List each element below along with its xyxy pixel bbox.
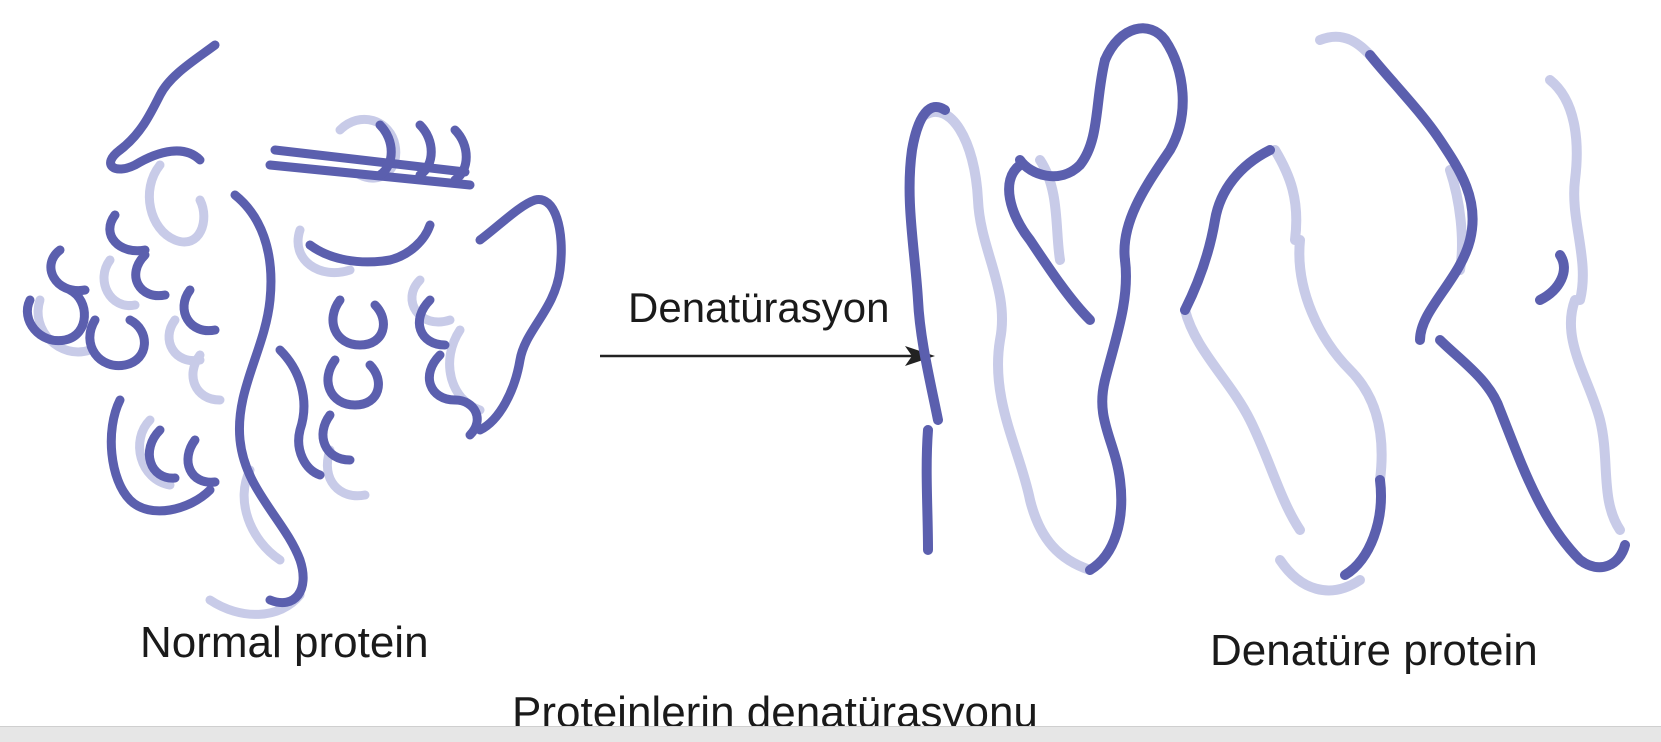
- denaturation-arrow: [600, 346, 935, 366]
- denatured-protein-label: Denatüre protein: [1210, 626, 1538, 676]
- normal-protein-structure: [27, 45, 561, 614]
- denatured-protein-structure: [910, 28, 1625, 590]
- bottom-edge-divider: [0, 726, 1661, 742]
- normal-protein-label: Normal protein: [140, 618, 429, 668]
- denatured-protein-light-ribbon: [925, 37, 1620, 591]
- normal-protein-dark-ribbon: [27, 45, 561, 603]
- denatured-protein-dark-ribbon: [910, 28, 1625, 575]
- denaturation-process-label: Denatürasyon: [628, 284, 890, 332]
